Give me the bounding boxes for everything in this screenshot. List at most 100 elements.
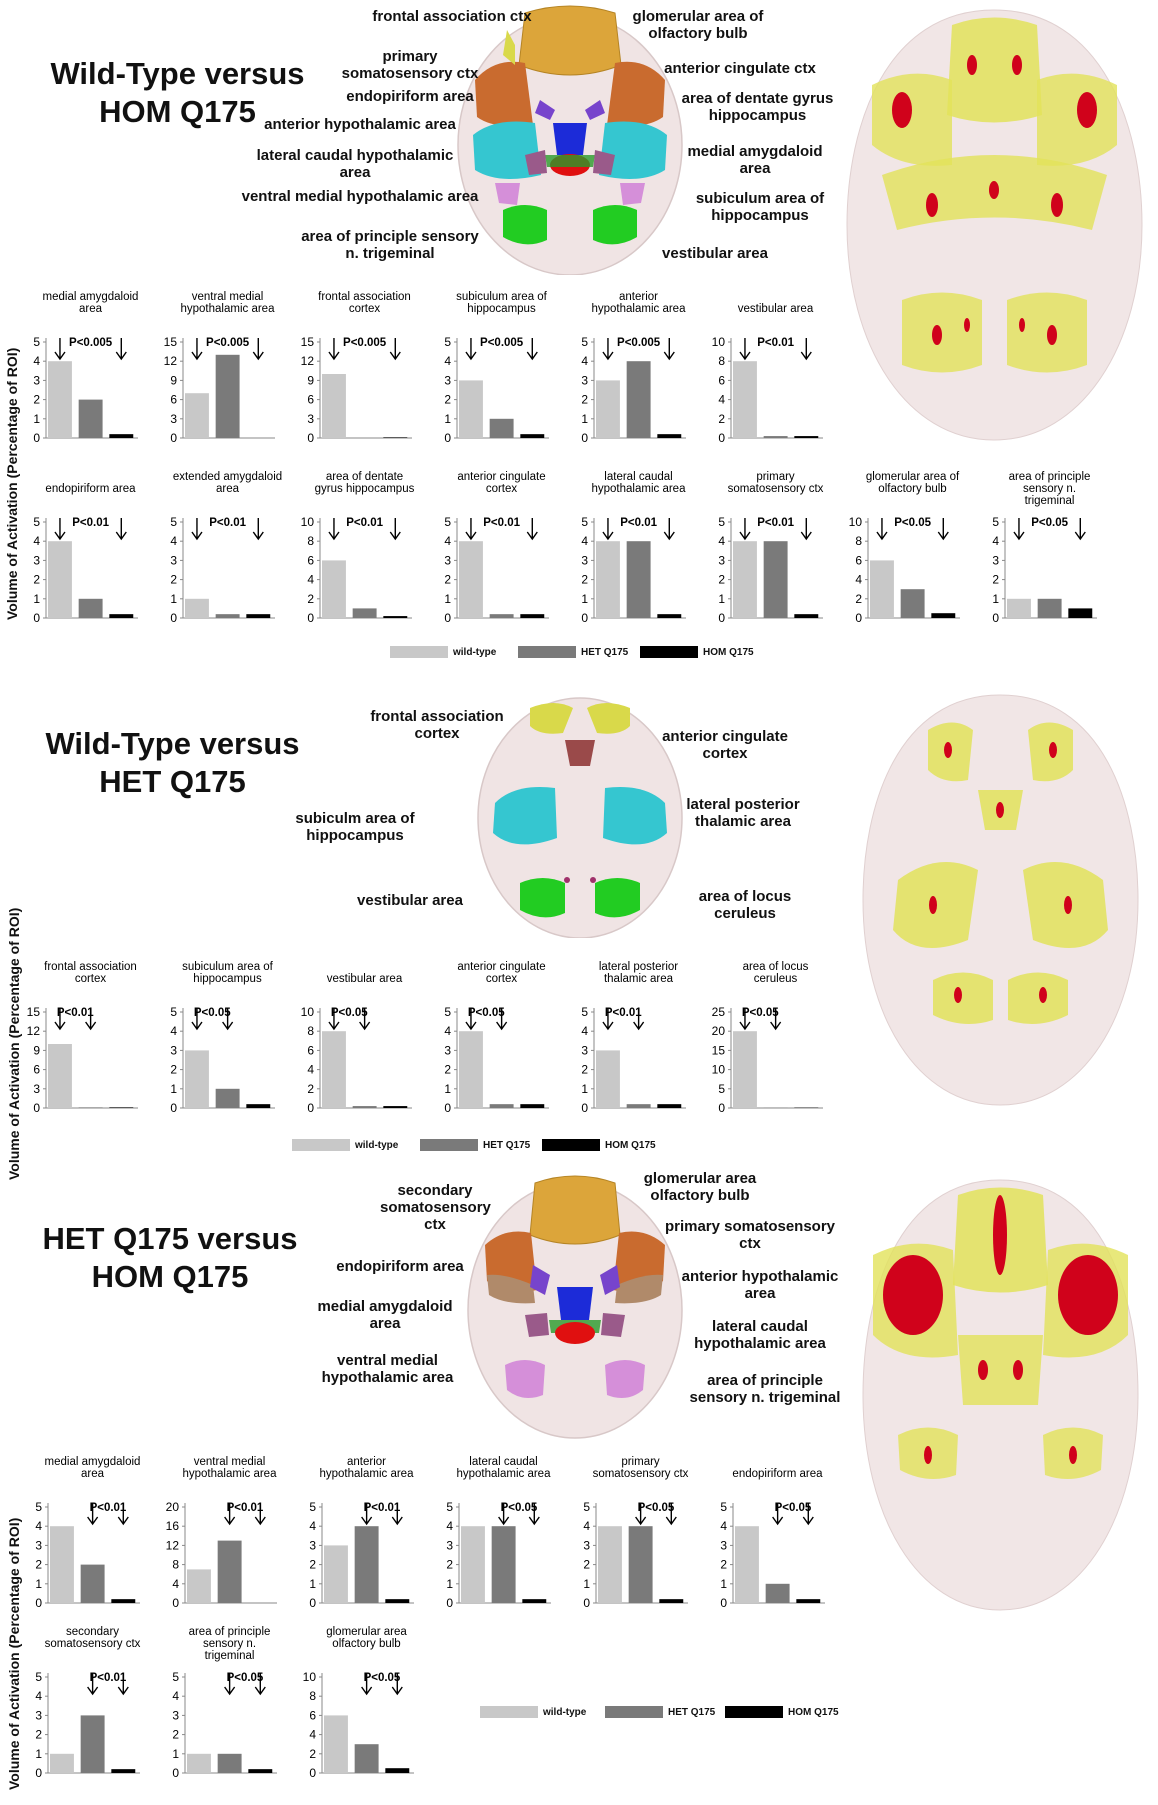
y-tick-label: 4	[581, 534, 588, 548]
bar-wild-type	[324, 1715, 348, 1773]
chart-title: endopiriform area	[732, 1468, 823, 1480]
chart-title-line: anterior cingulate	[457, 471, 545, 483]
chart-title-line: cortex	[75, 973, 107, 985]
y-tick-label: 5	[172, 1670, 179, 1684]
y-tick-label: 2	[718, 573, 725, 587]
significance-arrow	[498, 1503, 510, 1526]
legend: wild-type HET Q175 HOM Q175	[480, 1705, 860, 1721]
significance-arrow	[528, 1503, 540, 1526]
significance-arrow	[800, 338, 812, 361]
y-tick-label: 3	[35, 1538, 42, 1552]
y-tick-label: 2	[309, 1558, 316, 1572]
y-tick-label: 2	[33, 393, 40, 407]
y-tick-label: 1	[992, 592, 999, 606]
label-frontal-association-ctx: frontal association ctx	[372, 8, 532, 25]
y-tick-label: 4	[170, 534, 177, 548]
label-vestibular: vestibular area	[662, 245, 768, 262]
bar-hom	[520, 1104, 545, 1108]
significance-arrow	[85, 1008, 97, 1031]
y-tick-label: 0	[33, 1101, 40, 1115]
label-anterior-hypothalamic: anterior hypothalamic area	[264, 116, 456, 133]
y-tick-label: 5	[583, 1500, 590, 1514]
chart-title-line: vestibular area	[327, 973, 403, 985]
label-medial-amygdaloid: medial amygdaloid area	[687, 143, 823, 177]
y-tick-label: 0	[446, 1596, 453, 1610]
bar-hom	[109, 434, 134, 438]
significance-arrow	[361, 1503, 373, 1526]
y-tick-label: 0	[35, 1596, 42, 1610]
y-tick-label: 6	[309, 1708, 316, 1722]
y-tick-label: 20	[166, 1500, 180, 1514]
significance-arrow	[602, 338, 614, 361]
chart-title-line: gyrus hippocampus	[315, 483, 415, 495]
chart-title-line: hippocampus	[467, 303, 536, 315]
significance-arrow	[222, 1008, 234, 1031]
bar-het	[626, 541, 651, 618]
y-tick-label: 0	[35, 1766, 42, 1780]
bar-wild-type	[733, 361, 757, 438]
significance-arrow	[54, 518, 66, 541]
bar-wild-type	[187, 1569, 211, 1603]
bar-het	[217, 1540, 242, 1603]
p-value-label: P<0.01	[90, 1672, 127, 1684]
chart-title: vestibular area	[327, 973, 403, 985]
y-tick-label: 2	[444, 1063, 451, 1077]
chart-title-line: area of principle	[189, 1626, 271, 1638]
chart-title-line: anterior	[619, 291, 658, 303]
p-value-label: P<0.01	[483, 517, 520, 529]
y-axis-label: Volume of Activation (Percentage of ROI)	[6, 1517, 22, 1790]
y-tick-label: 1	[581, 592, 588, 606]
y-tick-label: 0	[309, 1596, 316, 1610]
significance-arrow	[770, 1008, 782, 1031]
significance-arrow	[665, 1503, 677, 1526]
chart-title-line: frontal association	[44, 961, 137, 973]
label-ventral-medial-hypothalamic: ventral medial hypothalamic area	[241, 188, 479, 205]
section-title: HET Q175 versus HOM Q175	[40, 1220, 300, 1296]
bar-het	[78, 1107, 103, 1108]
significance-arrow	[87, 1673, 99, 1696]
chart-title-line: anterior cingulate	[457, 961, 545, 973]
p-value-label: P<0.05	[501, 1502, 538, 1514]
y-tick-label: 1	[309, 1577, 316, 1591]
chart-title-line: hypothalamic area	[181, 303, 276, 315]
bar-het	[80, 1715, 105, 1773]
y-tick-label: 4	[992, 534, 999, 548]
chart-title: vestibular area	[738, 303, 814, 315]
y-tick-label: 1	[581, 412, 588, 426]
bar-wild-type	[322, 560, 346, 618]
y-tick-label: 2	[309, 1747, 316, 1761]
y-tick-label: 2	[35, 1558, 42, 1572]
bar-het	[489, 1104, 514, 1108]
y-tick-label: 3	[581, 373, 588, 387]
y-tick-label: 0	[307, 1101, 314, 1115]
y-tick-label: 3	[33, 373, 40, 387]
y-tick-label: 5	[720, 1500, 727, 1514]
y-tick-label: 0	[581, 431, 588, 445]
y-tick-label: 6	[718, 373, 725, 387]
y-tick-label: 3	[444, 553, 451, 567]
bar-het	[626, 1104, 651, 1108]
legend-swatch	[420, 1139, 478, 1151]
chart-title-line: area	[81, 1468, 105, 1480]
chart-title-line: area	[216, 483, 240, 495]
significance-arrow	[1013, 518, 1025, 541]
y-tick-label: 5	[170, 1005, 177, 1019]
y-tick-label: 12	[164, 354, 178, 368]
bar-het	[215, 1088, 240, 1108]
y-tick-label: 1	[718, 592, 725, 606]
y-tick-label: 0	[720, 1596, 727, 1610]
